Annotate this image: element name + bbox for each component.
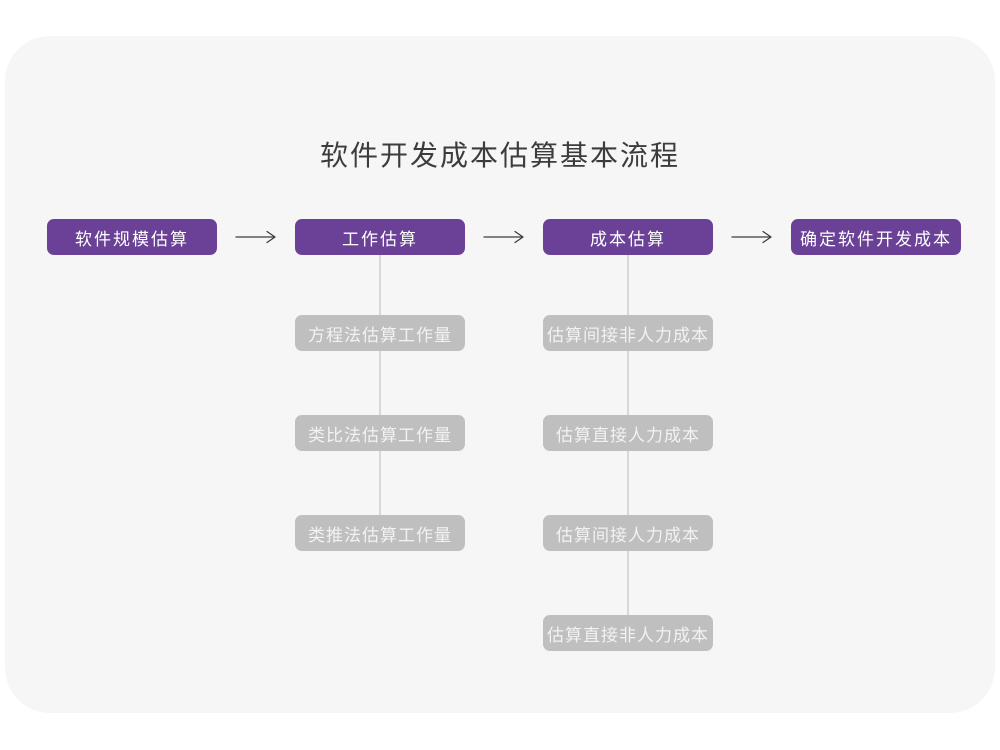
node-indirect-non-labor-cost: 估算间接非人力成本	[543, 315, 713, 351]
node-cost-estimation: 成本估算	[543, 219, 713, 255]
node-indirect-labor-cost: 估算间接人力成本	[543, 515, 713, 551]
arrow-right-icon	[235, 230, 276, 244]
node-equation-method: 方程法估算工作量	[295, 315, 465, 351]
node-direct-labor-cost: 估算直接人力成本	[543, 415, 713, 451]
node-work-estimation: 工作估算	[295, 219, 465, 255]
arrow-right-icon	[483, 230, 524, 244]
connector-cost-estimation-column	[627, 255, 629, 650]
connector-work-estimation-column	[379, 255, 381, 550]
node-analogy-method: 类比法估算工作量	[295, 415, 465, 451]
node-direct-non-labor-cost: 估算直接非人力成本	[543, 615, 713, 651]
node-determine-software-dev-cost: 确定软件开发成本	[791, 219, 961, 255]
node-extrapolation-method: 类推法估算工作量	[295, 515, 465, 551]
arrow-right-icon	[731, 230, 772, 244]
diagram-title: 软件开发成本估算基本流程	[319, 140, 680, 171]
node-software-scale-estimation: 软件规模估算	[47, 219, 217, 255]
flowchart-card: 软件开发成本估算基本流程 软件规模估算 工作估算 成本估算 确定软件开发成本	[5, 36, 995, 713]
